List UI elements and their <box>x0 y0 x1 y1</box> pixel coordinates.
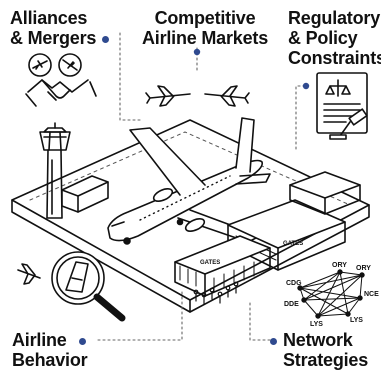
airport-code: DDE <box>284 301 299 308</box>
gates-sign-right: GATES <box>283 241 303 247</box>
alliances-mergers-label: Alliances & Mergers <box>10 8 110 48</box>
alliance-plane-icons <box>28 53 82 77</box>
competitive-markets-label: Competitive Airline Markets <box>141 8 269 48</box>
gavel-icon <box>329 108 368 140</box>
terminal-main <box>227 171 361 271</box>
airport-code: LYS <box>310 321 323 328</box>
regulatory-label: Regulatory & Policy Constraints <box>288 8 381 68</box>
network-codes: CDG ORY ORY DDE NCE LYS LYS <box>284 262 379 328</box>
network-graph <box>297 269 365 319</box>
gates-sign-left: GATES <box>200 260 220 266</box>
airport-code: NCE <box>364 291 379 298</box>
alliances-dot <box>102 35 110 43</box>
network-strategies-label: Network Strategies <box>270 330 368 370</box>
airport-code: ORY <box>356 265 371 272</box>
competing-plane-right-icon <box>204 85 250 107</box>
regulatory-dot <box>302 82 310 90</box>
network-dot <box>270 337 277 345</box>
handshake-icon <box>25 79 97 107</box>
airport-code: LYS <box>350 317 363 324</box>
behavior-dot <box>78 337 86 345</box>
leader-lines <box>97 32 306 341</box>
airport-code: ORY <box>332 262 347 269</box>
passenger-crowd <box>193 281 239 305</box>
tower-building <box>61 175 109 213</box>
competitive-dot <box>193 48 201 56</box>
control-tower <box>39 122 71 219</box>
airport-code: CDG <box>286 280 302 287</box>
policy-document-icon <box>316 72 368 134</box>
magnifying-glass-icon <box>51 251 126 322</box>
competing-plane-left-icon <box>145 85 191 107</box>
main-aircraft <box>107 117 271 245</box>
airline-behavior-label: Airline Behavior <box>12 330 88 370</box>
behavior-plane-icon <box>17 263 41 285</box>
